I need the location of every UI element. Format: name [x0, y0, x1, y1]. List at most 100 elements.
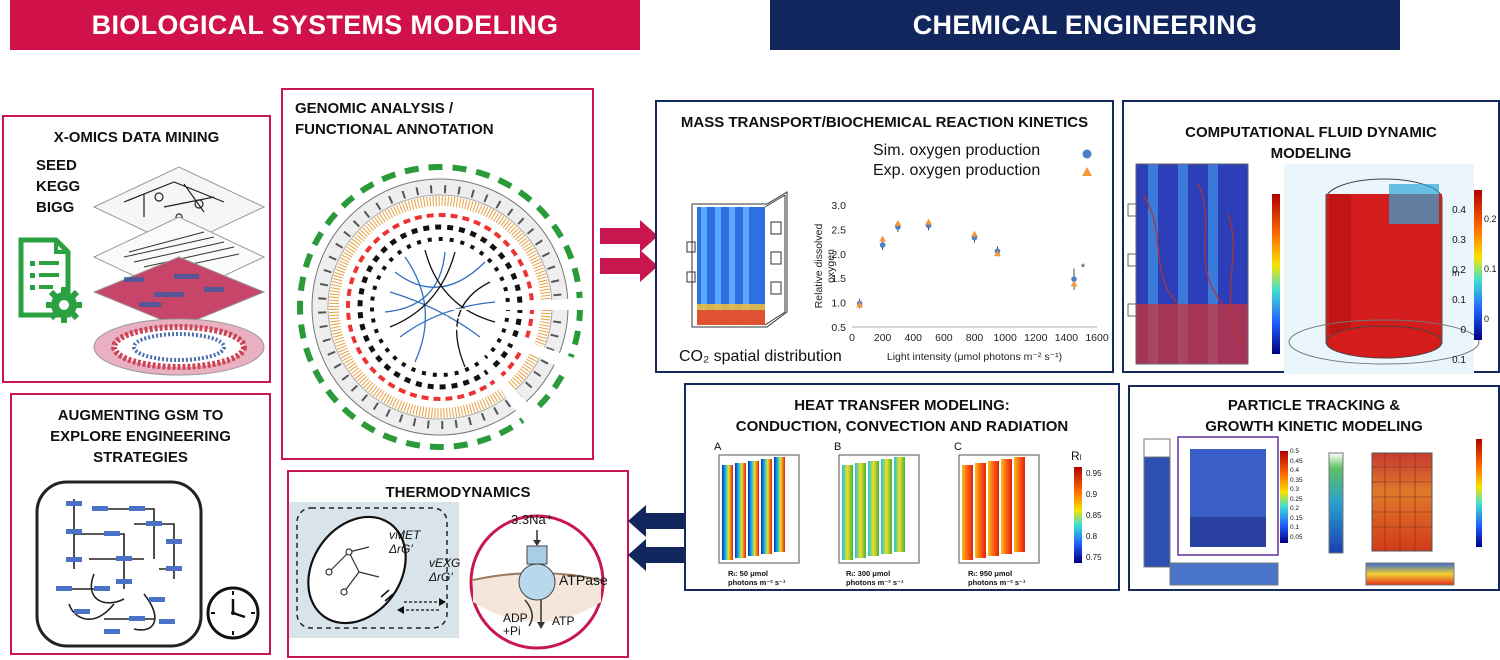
- sim-oxygen-point: [1071, 276, 1077, 282]
- gsm-panel: AUGMENTING GSM TO EXPLORE ENGINEERING ST…: [10, 393, 271, 655]
- heat-cbar-tick-2: 0.85: [1086, 511, 1102, 520]
- x-tick-label: 400: [904, 332, 922, 344]
- exp-oxygen-point: [971, 230, 978, 237]
- heat-caption-c: Rₗ: 950 μmol photons m⁻² s⁻¹: [968, 569, 1026, 587]
- cfd-panel: COMPUTATIONAL FLUID DYNAMIC MODELING 0.4…: [1122, 100, 1500, 376]
- database-kegg: KEGG: [36, 178, 81, 195]
- exp-oxygen-point: [925, 218, 933, 225]
- heat-reactor-a: [718, 454, 800, 564]
- heat-panel-c-letter: C: [954, 441, 962, 453]
- cfd-unit: m: [1452, 268, 1460, 278]
- cfd-title: COMPUTATIONAL FLUID DYNAMIC MODELING: [1185, 124, 1437, 162]
- particle-cbar-tick-9: 0.05: [1290, 533, 1303, 541]
- x-tick-label: 1000: [993, 332, 1017, 344]
- heat-transfer-panel: HEAT TRANSFER MODELING: CONDUCTION, CONV…: [684, 383, 1120, 591]
- omics-layer-stack: [92, 166, 266, 376]
- particle-cbar-tick-4: 0.3: [1290, 486, 1300, 493]
- heat-caption-a: Rₗ: 50 μmol photons m⁻² s⁻¹: [728, 569, 786, 587]
- significance-annotation: *: [1081, 261, 1085, 273]
- biological-systems-title: BIOLOGICAL SYSTEMS MODELING: [91, 9, 559, 40]
- atp-label: ATP: [552, 614, 575, 628]
- cfd-tick-0: 0.4: [1452, 205, 1466, 216]
- x-tick-label: 0: [849, 332, 855, 344]
- cfd-colorbar-right: [1474, 190, 1482, 340]
- gsm-title: AUGMENTING GSM TO EXPLORE ENGINEERING ST…: [50, 407, 231, 466]
- x-axis-title: Light intensity (μmol photons m⁻² s⁻¹): [887, 351, 1062, 363]
- genomic-title: GENOMIC ANALYSIS / FUNCTIONAL ANNOTATION: [295, 100, 494, 138]
- co2-reactor-render: [686, 191, 788, 328]
- left-arrows: [628, 505, 686, 571]
- legend-sim-marker: [1082, 149, 1092, 159]
- database-seed: SEED: [36, 157, 77, 174]
- dg-met-text: ΔrG': [389, 542, 413, 556]
- sim-oxygen-point: [879, 242, 886, 248]
- x-tick-label: 1200: [1024, 332, 1048, 344]
- heat-cbar-tick-1: 0.9: [1086, 490, 1098, 499]
- v-exg-text: vEXG: [429, 556, 461, 570]
- chemical-engineering-banner: CHEMICAL ENGINEERING: [770, 0, 1400, 50]
- particle-cbar-tick-0: 0.5: [1290, 448, 1300, 455]
- sodium-label: 3.3Na⁺: [511, 512, 553, 527]
- particle-tracking-title: PARTICLE TRACKING & GROWTH KINETIC MODEL…: [1205, 397, 1423, 435]
- v-exg-label: vEXG ΔrG': [429, 556, 460, 584]
- cfd-tick-3: 0.1: [1452, 295, 1466, 306]
- particle-slice-left: [1169, 562, 1279, 586]
- exp-oxygen-point: [993, 250, 1001, 257]
- particle-slice-right: [1365, 562, 1455, 586]
- x-tick-label: 200: [874, 332, 892, 344]
- heat-colorbar: [1074, 467, 1082, 563]
- y-tick-label: 1.5: [831, 273, 846, 285]
- mass-transport-panel: MASS TRANSPORT/BIOCHEMICAL REACTION KINE…: [655, 100, 1114, 373]
- biological-systems-banner: BIOLOGICAL SYSTEMS MODELING: [10, 0, 640, 50]
- y-axis-title-line1: Relative dissolved: [813, 224, 825, 309]
- thermodynamics-title: THERMODYNAMICS: [385, 484, 531, 501]
- particle-cbar-tick-2: 0.4: [1290, 467, 1300, 474]
- particle-cbar-tick-6: 0.2: [1290, 505, 1300, 512]
- y-tick-label: 3.0: [831, 200, 846, 212]
- exp-oxygen-point: [1070, 280, 1078, 287]
- exp-oxygen-point: [856, 301, 864, 308]
- circos-plot: [297, 164, 590, 450]
- particle-cbar-tick-8: 0.1: [1290, 524, 1300, 531]
- particle-cbar-tick-1: 0.45: [1290, 457, 1303, 465]
- y-tick-label: 2.5: [831, 224, 846, 236]
- y-tick-label: 2.0: [831, 249, 846, 261]
- y-tick-label: 0.5: [831, 322, 846, 334]
- thermo-cell-diagram: [289, 502, 605, 650]
- cfd-tick-5: 0.1: [1452, 355, 1466, 366]
- particle-column-right: [1328, 452, 1344, 554]
- x-tick-label: 800: [966, 332, 984, 344]
- y-axis-title-line2: oxygen: [825, 249, 837, 283]
- particle-cbar-tick-7: 0.15: [1290, 514, 1303, 522]
- growth-box-render: [1371, 452, 1433, 552]
- x-tick-label: 1600: [1085, 332, 1109, 344]
- legend-sim-label: Sim. oxygen production: [873, 142, 1041, 159]
- particle-cbar-tick-5: 0.25: [1290, 495, 1303, 503]
- cfd-scale-ticks: 0.4 0.3 0.2 0.1 0 0.1: [1440, 196, 1466, 376]
- heat-panel-a-letter: A: [714, 441, 722, 453]
- clock-icon: [206, 586, 260, 640]
- genomic-panel: GENOMIC ANALYSIS / FUNCTIONAL ANNOTATION: [281, 88, 594, 460]
- v-met-text: vMET: [389, 528, 421, 542]
- right-arrows: [600, 220, 658, 282]
- xomics-panel: X-OMICS DATA MINING SEED KEGG BIGG: [2, 115, 271, 383]
- xomics-title: X-OMICS DATA MINING: [53, 129, 220, 146]
- heat-reactor-c: [958, 454, 1040, 564]
- y-tick-label: 1.0: [831, 298, 846, 310]
- particle-colorbar-right: [1476, 439, 1482, 547]
- particle-colorbar-left: [1280, 451, 1288, 543]
- dg-exg-text: ΔrG': [429, 570, 453, 584]
- cfd-tick-4: 0: [1460, 325, 1466, 336]
- legend-exp-marker: [1082, 167, 1092, 176]
- cfd-cbar-tick-0: 0.2: [1484, 214, 1497, 224]
- heat-panel-b-letter: B: [834, 441, 842, 453]
- heat-cbar-tick-3: 0.8: [1086, 532, 1098, 541]
- heat-colorbar-label: Rₗ: [1071, 449, 1082, 463]
- particle-cbar-tick-3: 0.35: [1290, 476, 1303, 484]
- heat-cbar-ticks: 0.95 0.9 0.85 0.8 0.75: [1086, 463, 1102, 568]
- cfd-cbar-tick-2: 0: [1484, 314, 1490, 324]
- particle-box-render: [1177, 436, 1279, 556]
- cfd-cbar-ticks: 0.2 0.1 0: [1484, 194, 1497, 344]
- cfd-reactor-render: [1127, 163, 1249, 365]
